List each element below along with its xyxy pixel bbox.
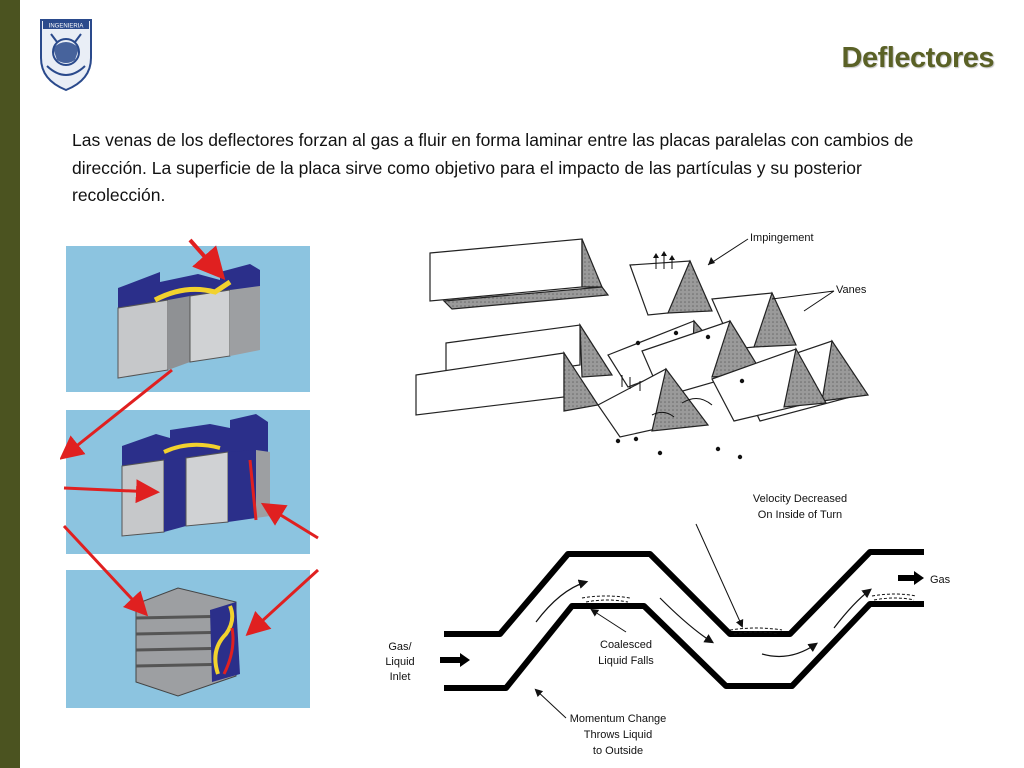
vanes-label: Vanes <box>836 284 867 296</box>
logo-text: INGENIERIA <box>49 24 84 30</box>
inlet-label-line1: Gas/ <box>388 641 412 653</box>
university-logo: INGENIERIA <box>33 14 99 94</box>
coalesced-label-line2: Liquid Falls <box>598 655 654 667</box>
inlet-label-line2: Liquid <box>385 656 414 668</box>
inlet-label-line3: Inlet <box>390 671 411 683</box>
vane-photo-top <box>66 238 310 392</box>
slide-paragraph: Las venas de los deflectores forzan al g… <box>72 130 914 205</box>
slide-title: Deflectores <box>841 42 995 74</box>
momentum-label-line1: Momentum Change <box>570 713 667 725</box>
vanes-impingement-diagram: Impingement Vanes <box>412 225 882 470</box>
momentum-label-line3: to Outside <box>593 745 643 757</box>
velocity-label-line2: On Inside of Turn <box>758 509 842 521</box>
coalesced-label-line1: Coalesced <box>600 639 652 651</box>
momentum-label-line2: Throws Liquid <box>584 729 652 741</box>
vane-photo-bottom <box>66 570 310 708</box>
vane-photo-middle <box>66 410 310 554</box>
sidebar-stripe <box>0 0 20 768</box>
velocity-label-line1: Velocity Decreased <box>753 493 847 505</box>
impingement-label: Impingement <box>750 232 814 244</box>
gas-outlet-label: Gas <box>930 574 951 586</box>
flow-channel-diagram: Velocity Decreased On Inside of Turn Gas… <box>360 482 1000 768</box>
vane-photos-panel <box>60 230 322 710</box>
